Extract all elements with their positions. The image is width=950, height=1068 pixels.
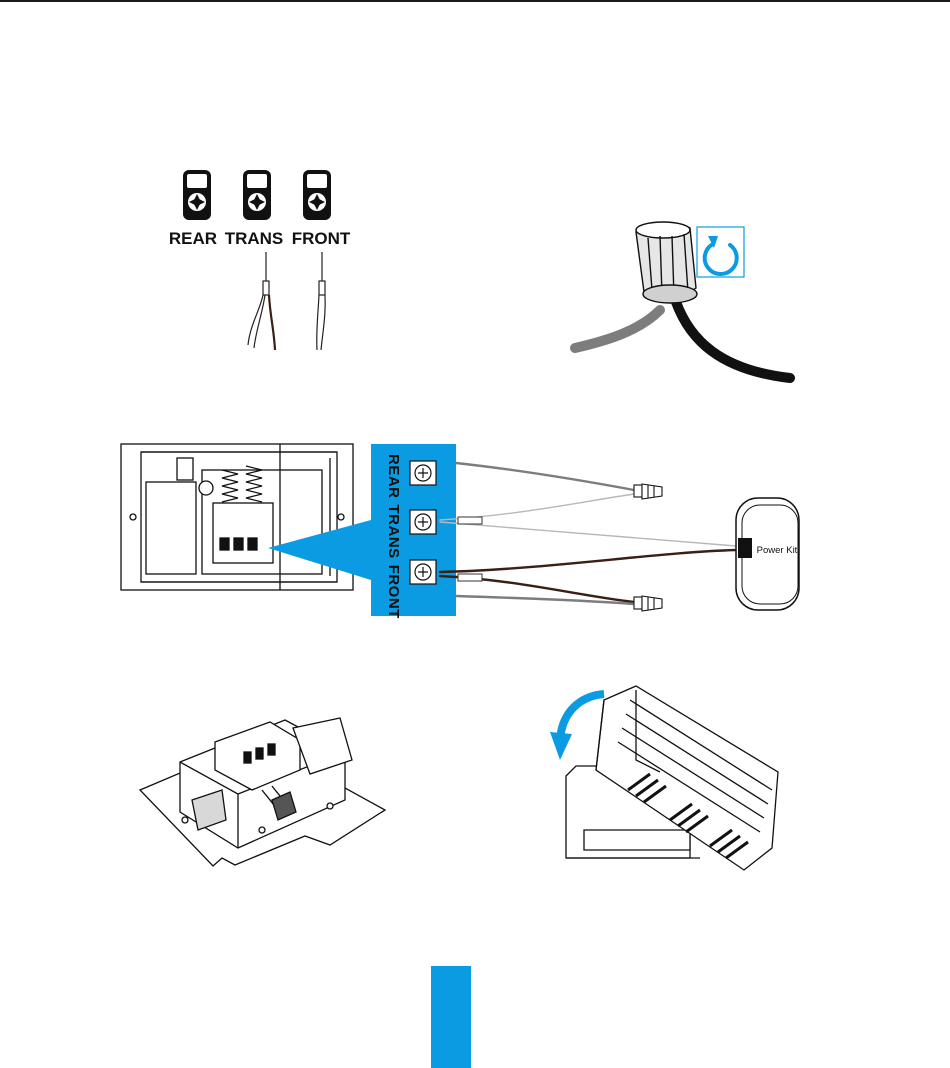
chime-body bbox=[121, 444, 353, 590]
chime-iso-panel bbox=[140, 718, 385, 866]
callout-front-label: FRONT bbox=[385, 565, 402, 619]
front-label: FRONT bbox=[292, 229, 351, 248]
trans-wire bbox=[248, 252, 275, 350]
rear-terminal-icon bbox=[183, 170, 211, 220]
small-wire-nut-bottom bbox=[634, 596, 662, 611]
terminals-panel: REAR TRANS FRONT bbox=[169, 170, 351, 350]
callout-terminals bbox=[410, 461, 436, 584]
rotate-clockwise-icon bbox=[705, 244, 737, 274]
rear-label: REAR bbox=[169, 229, 217, 248]
callout-rear-label: REAR bbox=[385, 454, 402, 499]
trans-label: TRANS bbox=[225, 229, 284, 248]
wire-nut bbox=[636, 222, 697, 303]
svg-text:REARTRANSFRONT: REAR TRANS FRONT bbox=[385, 454, 402, 619]
curved-arrow-icon bbox=[550, 694, 604, 760]
chime-wiring-panel: REARTRANSFRONT Powe bbox=[121, 444, 799, 619]
front-terminal-icon bbox=[303, 170, 331, 220]
callout-trans-label: TRANS bbox=[385, 505, 402, 559]
small-wire-nut-top bbox=[634, 484, 662, 499]
page-tab bbox=[431, 966, 471, 1068]
power-kit-label: Power Kit bbox=[757, 545, 798, 556]
front-wire bbox=[317, 252, 325, 350]
chime-wires bbox=[440, 463, 736, 604]
wire-nut-panel bbox=[575, 222, 790, 378]
cover-closing-panel bbox=[566, 686, 778, 870]
trans-terminal-icon bbox=[243, 170, 271, 220]
power-kit: Power Kit bbox=[736, 498, 799, 610]
